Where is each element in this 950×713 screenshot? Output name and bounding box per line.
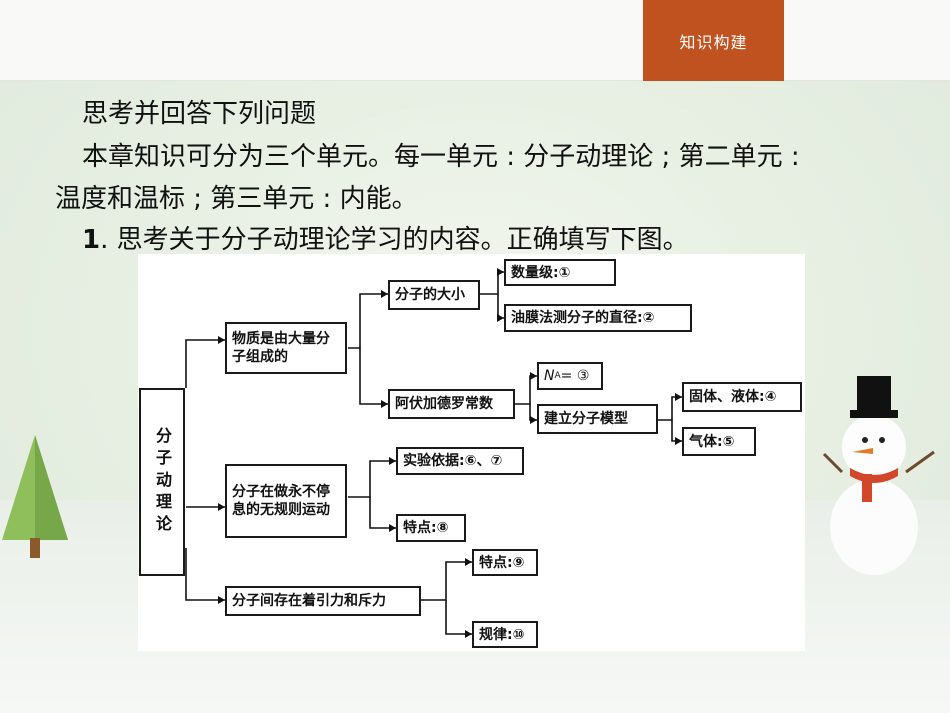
tree-illustration bbox=[2, 435, 68, 558]
box-law-10: 规律:⑩ bbox=[472, 621, 538, 648]
box-feature-9: 特点:⑨ bbox=[472, 549, 538, 576]
question-number: 1 bbox=[82, 225, 101, 255]
box-gas: 气体:⑤ bbox=[682, 427, 756, 456]
box-feature-8: 特点:⑧ bbox=[396, 514, 466, 542]
top-bar: 知识构建 bbox=[0, 0, 950, 81]
box-molecule-size: 分子的大小 bbox=[388, 280, 480, 310]
na-blank: = ③ bbox=[560, 368, 590, 384]
intro-line-2: 温度和温标 ; 第三单元 : 内能。 bbox=[55, 184, 418, 214]
question-text: . 思考关于分子动理论学习的内容。正确填写下图。 bbox=[100, 225, 689, 255]
na-subscript: A bbox=[554, 371, 561, 381]
na-symbol: N bbox=[544, 368, 555, 384]
box-order-of-magnitude: 数量级:① bbox=[504, 259, 616, 286]
concept-map: 分子动理论 物质是由大量分子组成的 分子在做永不停息的无规则运动 分子间存在着引… bbox=[138, 254, 805, 651]
connector-lines bbox=[185, 268, 682, 638]
box-molecular-motion: 分子在做永不停息的无规则运动 bbox=[225, 464, 347, 538]
box-experimental-basis: 实验依据:⑥、⑦ bbox=[396, 447, 524, 475]
box-matter-composed-of-molecules: 物质是由大量分子组成的 bbox=[225, 322, 347, 374]
heading-think: 思考并回答下列问题 bbox=[82, 99, 317, 129]
box-avogadro-constant: 阿伏加德罗常数 bbox=[388, 389, 515, 419]
root-box-molecular-kinetic-theory: 分子动理论 bbox=[139, 388, 185, 576]
box-solid-liquid: 固体、液体:④ bbox=[682, 382, 802, 412]
box-intermolecular-forces: 分子间存在着引力和斥力 bbox=[225, 586, 421, 616]
snowman-illustration bbox=[822, 376, 935, 575]
intro-line-1: 本章知识可分为三个单元。每一单元 : 分子动理论 ; 第二单元 : bbox=[82, 142, 800, 172]
tab-knowledge-construction[interactable]: 知识构建 bbox=[643, 0, 784, 81]
box-oil-film-method: 油膜法测分子的直径:② bbox=[504, 304, 692, 332]
box-molecular-model: 建立分子模型 bbox=[537, 404, 658, 434]
question-1: 1. 思考关于分子动理论学习的内容。正确填写下图。 bbox=[82, 221, 689, 259]
